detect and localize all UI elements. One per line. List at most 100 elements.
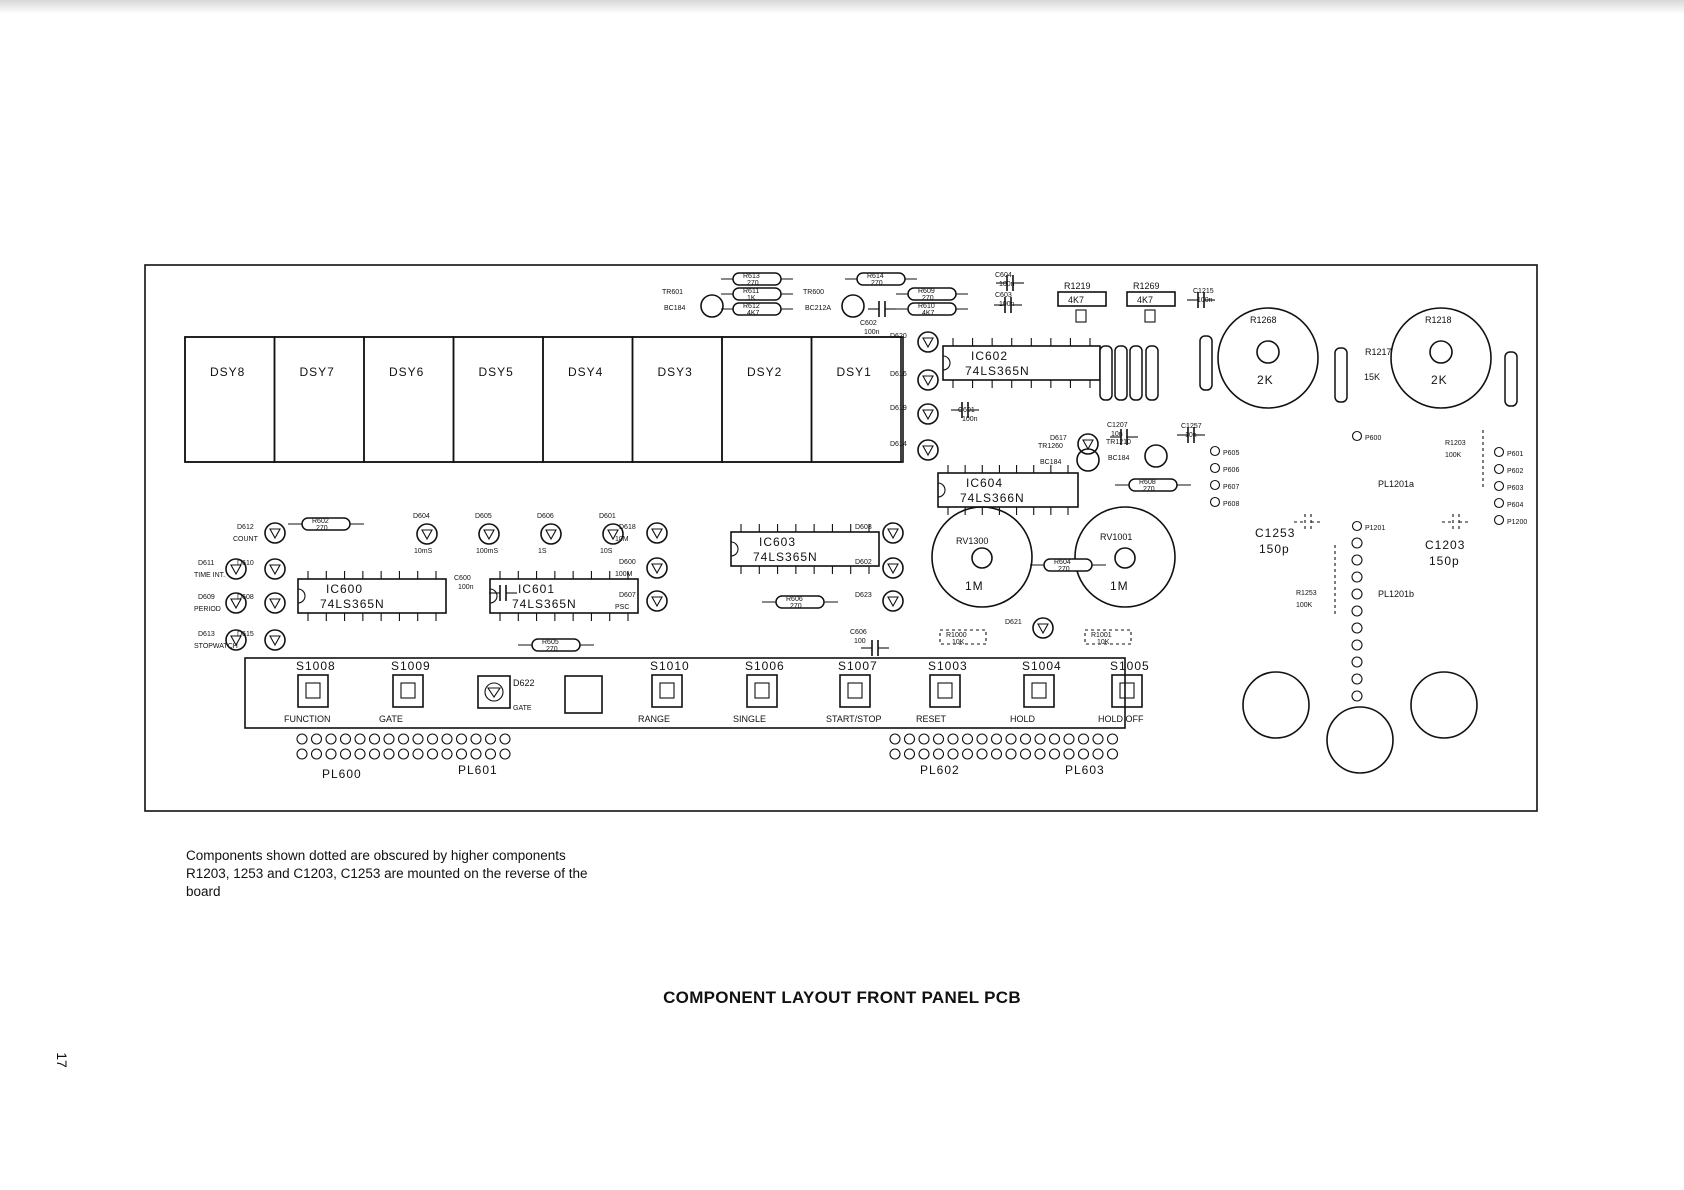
switch-button bbox=[1119, 682, 1135, 699]
led-body bbox=[225, 629, 247, 651]
switch-ref: S1008 bbox=[296, 659, 336, 673]
capacitor-ref: C1207 bbox=[1107, 422, 1128, 429]
led-ref: D613 bbox=[198, 631, 215, 638]
plug-pin bbox=[1351, 673, 1363, 685]
switch-button bbox=[937, 682, 953, 699]
led-label: TIME INT. bbox=[194, 572, 225, 579]
resistor-ref: R606 bbox=[786, 596, 803, 603]
resistor-vertical bbox=[1334, 347, 1348, 403]
test-point-label: P603 bbox=[1507, 485, 1523, 492]
connector-pin bbox=[1063, 733, 1075, 745]
test-point-group: P605P606P607P608P601P602P603P604P1200P12… bbox=[1209, 430, 1527, 532]
led-symbol bbox=[269, 528, 281, 540]
resistor-value: 270 bbox=[1058, 566, 1070, 573]
led-symbol bbox=[1082, 439, 1094, 451]
mount-hole-2 bbox=[1326, 706, 1394, 774]
capacitor-value: 100 bbox=[854, 638, 866, 645]
connector-pin bbox=[499, 748, 511, 760]
ic-ref: IC603 bbox=[759, 535, 796, 549]
page-number: 17 bbox=[53, 1052, 70, 1068]
led-label: 10mS bbox=[414, 548, 433, 555]
capacitor-ref: C1203 bbox=[1425, 538, 1465, 552]
pot-r1268-value: 2K bbox=[1257, 373, 1274, 387]
plug-pin bbox=[1351, 571, 1363, 583]
test-point-label: P606 bbox=[1223, 467, 1239, 474]
led-body bbox=[264, 629, 286, 651]
resistor-ref: R605 bbox=[542, 639, 559, 646]
transistor-ref: TR600 bbox=[803, 289, 824, 296]
plug-label: PL1201a bbox=[1378, 479, 1414, 489]
test-point-label: P607 bbox=[1223, 484, 1239, 491]
led-body bbox=[646, 590, 668, 612]
note-line-1: Components shown dotted are obscured by … bbox=[186, 848, 566, 863]
led-body bbox=[540, 523, 562, 545]
led-label: 10M bbox=[615, 536, 629, 543]
note-line-2: R1203, 1253 and C1203, C1253 are mounted… bbox=[186, 866, 588, 881]
led-label: PSC bbox=[615, 604, 629, 611]
led-body bbox=[1032, 617, 1054, 639]
switch-body bbox=[929, 674, 961, 708]
led-symbol bbox=[887, 563, 899, 575]
led-body bbox=[225, 592, 247, 614]
ic-notch bbox=[489, 588, 498, 604]
switch-button bbox=[659, 682, 675, 699]
ic-ref: IC604 bbox=[966, 476, 1003, 490]
led-body bbox=[882, 522, 904, 544]
ic-notch bbox=[730, 541, 739, 557]
test-point-label: P602 bbox=[1507, 468, 1523, 475]
test-point-label: P608 bbox=[1223, 501, 1239, 508]
component-note: Components shown dotted are obscured by … bbox=[186, 847, 706, 901]
connector-pin bbox=[1048, 733, 1061, 745]
connector-pin bbox=[354, 733, 366, 745]
test-point bbox=[1493, 514, 1505, 526]
pot-r1218: R1218 2K bbox=[1390, 307, 1492, 409]
switch-body bbox=[392, 674, 424, 708]
ic-part: 74LS366N bbox=[960, 491, 1025, 505]
connector-pin bbox=[1034, 733, 1046, 745]
top-resistor-cluster: R613270R6111KR6124K7R614270R609270R6104K… bbox=[721, 272, 968, 317]
led-body bbox=[917, 439, 939, 461]
resistor-ref: R1001 bbox=[1091, 632, 1112, 639]
ic-body bbox=[297, 578, 447, 614]
switch-body bbox=[297, 674, 329, 708]
led-symbol bbox=[651, 596, 663, 608]
capacitor-value: 100n bbox=[999, 301, 1015, 308]
test-point bbox=[1209, 479, 1221, 491]
display-label: DSY4 bbox=[568, 365, 603, 379]
led-body bbox=[1077, 433, 1099, 455]
capacitor-ref: C600 bbox=[454, 575, 471, 582]
test-point bbox=[1493, 463, 1505, 475]
connector-pin bbox=[932, 748, 945, 760]
capacitor-ref: C602 bbox=[860, 320, 877, 327]
resistor-value: 270 bbox=[546, 646, 558, 653]
capacitor-value: 100n bbox=[458, 584, 474, 591]
display-module bbox=[721, 336, 813, 463]
test-point bbox=[1209, 445, 1221, 457]
display-module bbox=[273, 336, 365, 463]
resistor-ref: R611 bbox=[743, 288, 759, 295]
switch-label: FUNCTION bbox=[284, 714, 331, 724]
plug-pin bbox=[1351, 690, 1363, 702]
led-ref: D609 bbox=[198, 594, 215, 601]
test-point-label: P604 bbox=[1507, 502, 1523, 509]
ic-body bbox=[937, 472, 1079, 508]
switch-body bbox=[1111, 674, 1143, 708]
connector-pin bbox=[1005, 748, 1017, 760]
switch-body bbox=[839, 674, 871, 708]
connector-pl603: PL603 bbox=[1065, 763, 1105, 777]
resistor-body bbox=[732, 302, 782, 316]
plug-pin bbox=[1351, 537, 1363, 549]
resistor-value: 4K7 bbox=[747, 310, 760, 317]
display-module bbox=[184, 336, 276, 463]
resistor-body bbox=[732, 287, 782, 301]
transistor-ref: TR601 bbox=[662, 289, 683, 296]
ic-part: 74LS365N bbox=[753, 550, 818, 564]
pot-r1218-ref: R1218 bbox=[1425, 315, 1452, 325]
note-line-3: board bbox=[186, 884, 221, 899]
switch-button bbox=[847, 682, 863, 699]
led-body bbox=[917, 331, 939, 353]
capacitor-ref: C1215 bbox=[1193, 288, 1214, 295]
connector-pin bbox=[383, 733, 395, 745]
connector-pin bbox=[310, 748, 323, 760]
